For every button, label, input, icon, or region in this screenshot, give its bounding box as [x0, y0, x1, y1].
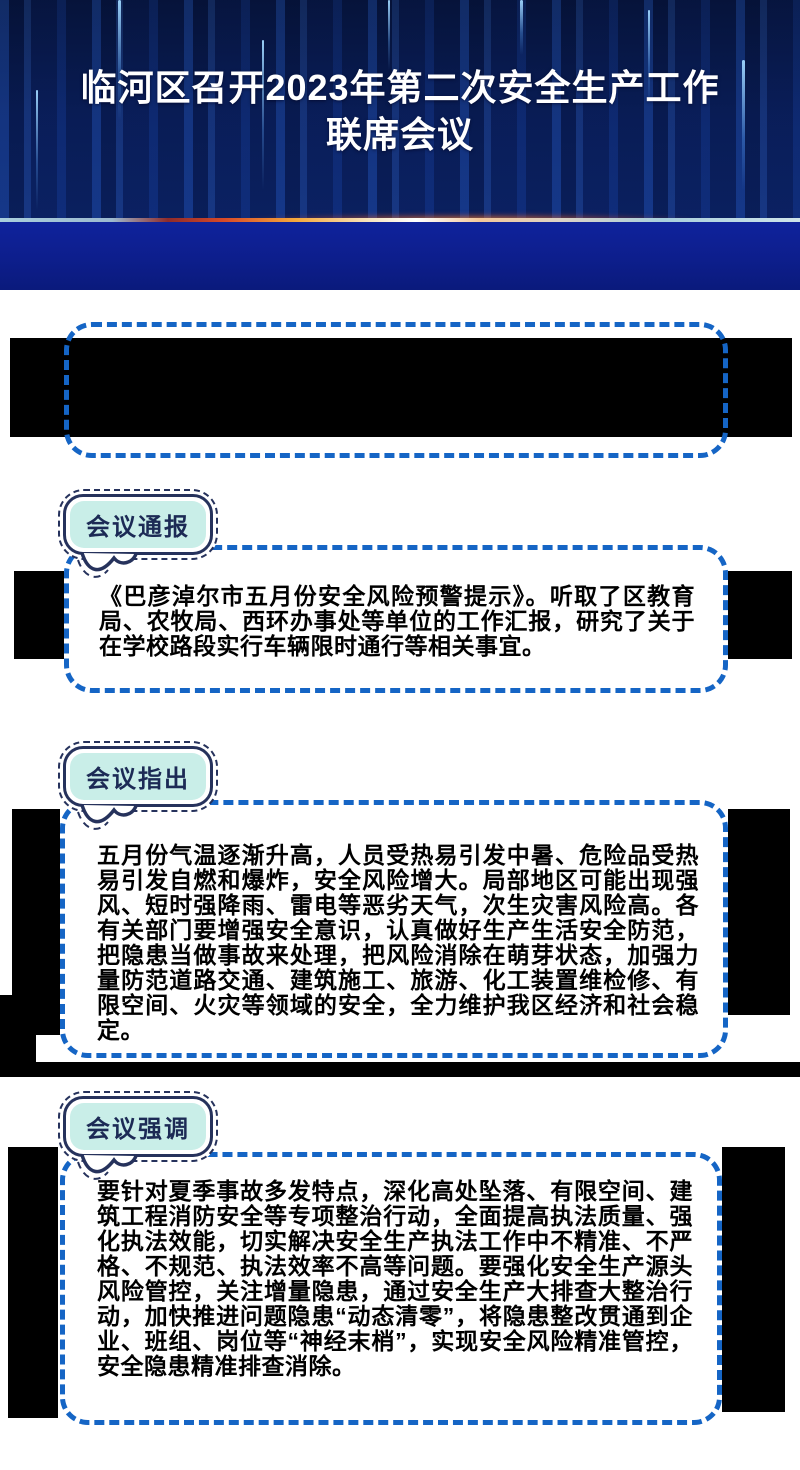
section-pointed-box: 五月份气温逐渐升高，人员受热易引发中暑、危险品受热易引发自燃和爆炸，安全风险增大…: [60, 800, 728, 1058]
section-notice-box: 《巴彦淖尔市五月份安全风险预警提示》。听取了区教育局、农牧局、西环办事处等单位的…: [64, 545, 728, 693]
intro-dashed-box: [64, 322, 728, 458]
section-stressed-box: 要针对夏季事故多发特点，深化高处坠落、有限空间、建筑工程消防安全等专项整治行动，…: [60, 1152, 722, 1425]
section-notice-label: 会议通报: [70, 501, 206, 548]
page-title: 临河区召开2023年第二次安全生产工作 联席会议: [0, 64, 800, 158]
light-ray: [262, 40, 264, 190]
black-image-placeholder: [728, 571, 792, 659]
header-banner: 临河区召开2023年第二次安全生产工作 联席会议: [0, 0, 800, 290]
black-image-placeholder: [8, 1147, 58, 1418]
light-ray: [742, 60, 745, 190]
bubble-tail-icon: [77, 804, 138, 830]
section-pointed-label: 会议指出: [70, 753, 206, 800]
light-ray: [388, 0, 390, 70]
black-image-placeholder: [14, 571, 64, 659]
section-stressed-text: 要针对夏季事故多发特点，深化高处坠落、有限空间、建筑工程消防安全等专项整治行动，…: [97, 1178, 693, 1379]
light-ray: [118, 0, 121, 120]
black-image-placeholder: [10, 338, 792, 437]
section-notice-text: 《巴彦淖尔市五月份安全风险预警提示》。听取了区教育局、农牧局、西环办事处等单位的…: [99, 583, 695, 659]
section-pointed-text: 五月份气温逐渐升高，人员受热易引发中暑、危险品受热易引发自燃和爆炸，安全风险增大…: [97, 842, 699, 1043]
black-image-placeholder: [0, 1062, 800, 1077]
light-ray: [648, 10, 650, 105]
section-stressed-badge: 会议强调: [58, 1091, 218, 1180]
bubble-tail-icon: [77, 1154, 138, 1180]
section-stressed-label: 会议强调: [70, 1103, 206, 1150]
section-pointed-badge: 会议指出: [58, 741, 218, 830]
light-ray: [36, 90, 38, 210]
black-image-placeholder: [728, 809, 790, 1015]
light-ray: [520, 0, 523, 55]
bubble-frame: 会议强调: [63, 1096, 213, 1157]
bubble-frame: 会议指出: [63, 746, 213, 807]
section-notice-badge: 会议通报: [58, 489, 218, 578]
page-title-line1: 临河区召开2023年第二次安全生产工作: [80, 67, 720, 108]
black-image-placeholder: [722, 1147, 785, 1412]
bubble-frame: 会议通报: [63, 494, 213, 555]
page-title-line2: 联席会议: [325, 114, 474, 155]
divider-line: [0, 218, 800, 222]
water-strip: [0, 222, 800, 290]
bubble-tail-icon: [77, 552, 138, 578]
